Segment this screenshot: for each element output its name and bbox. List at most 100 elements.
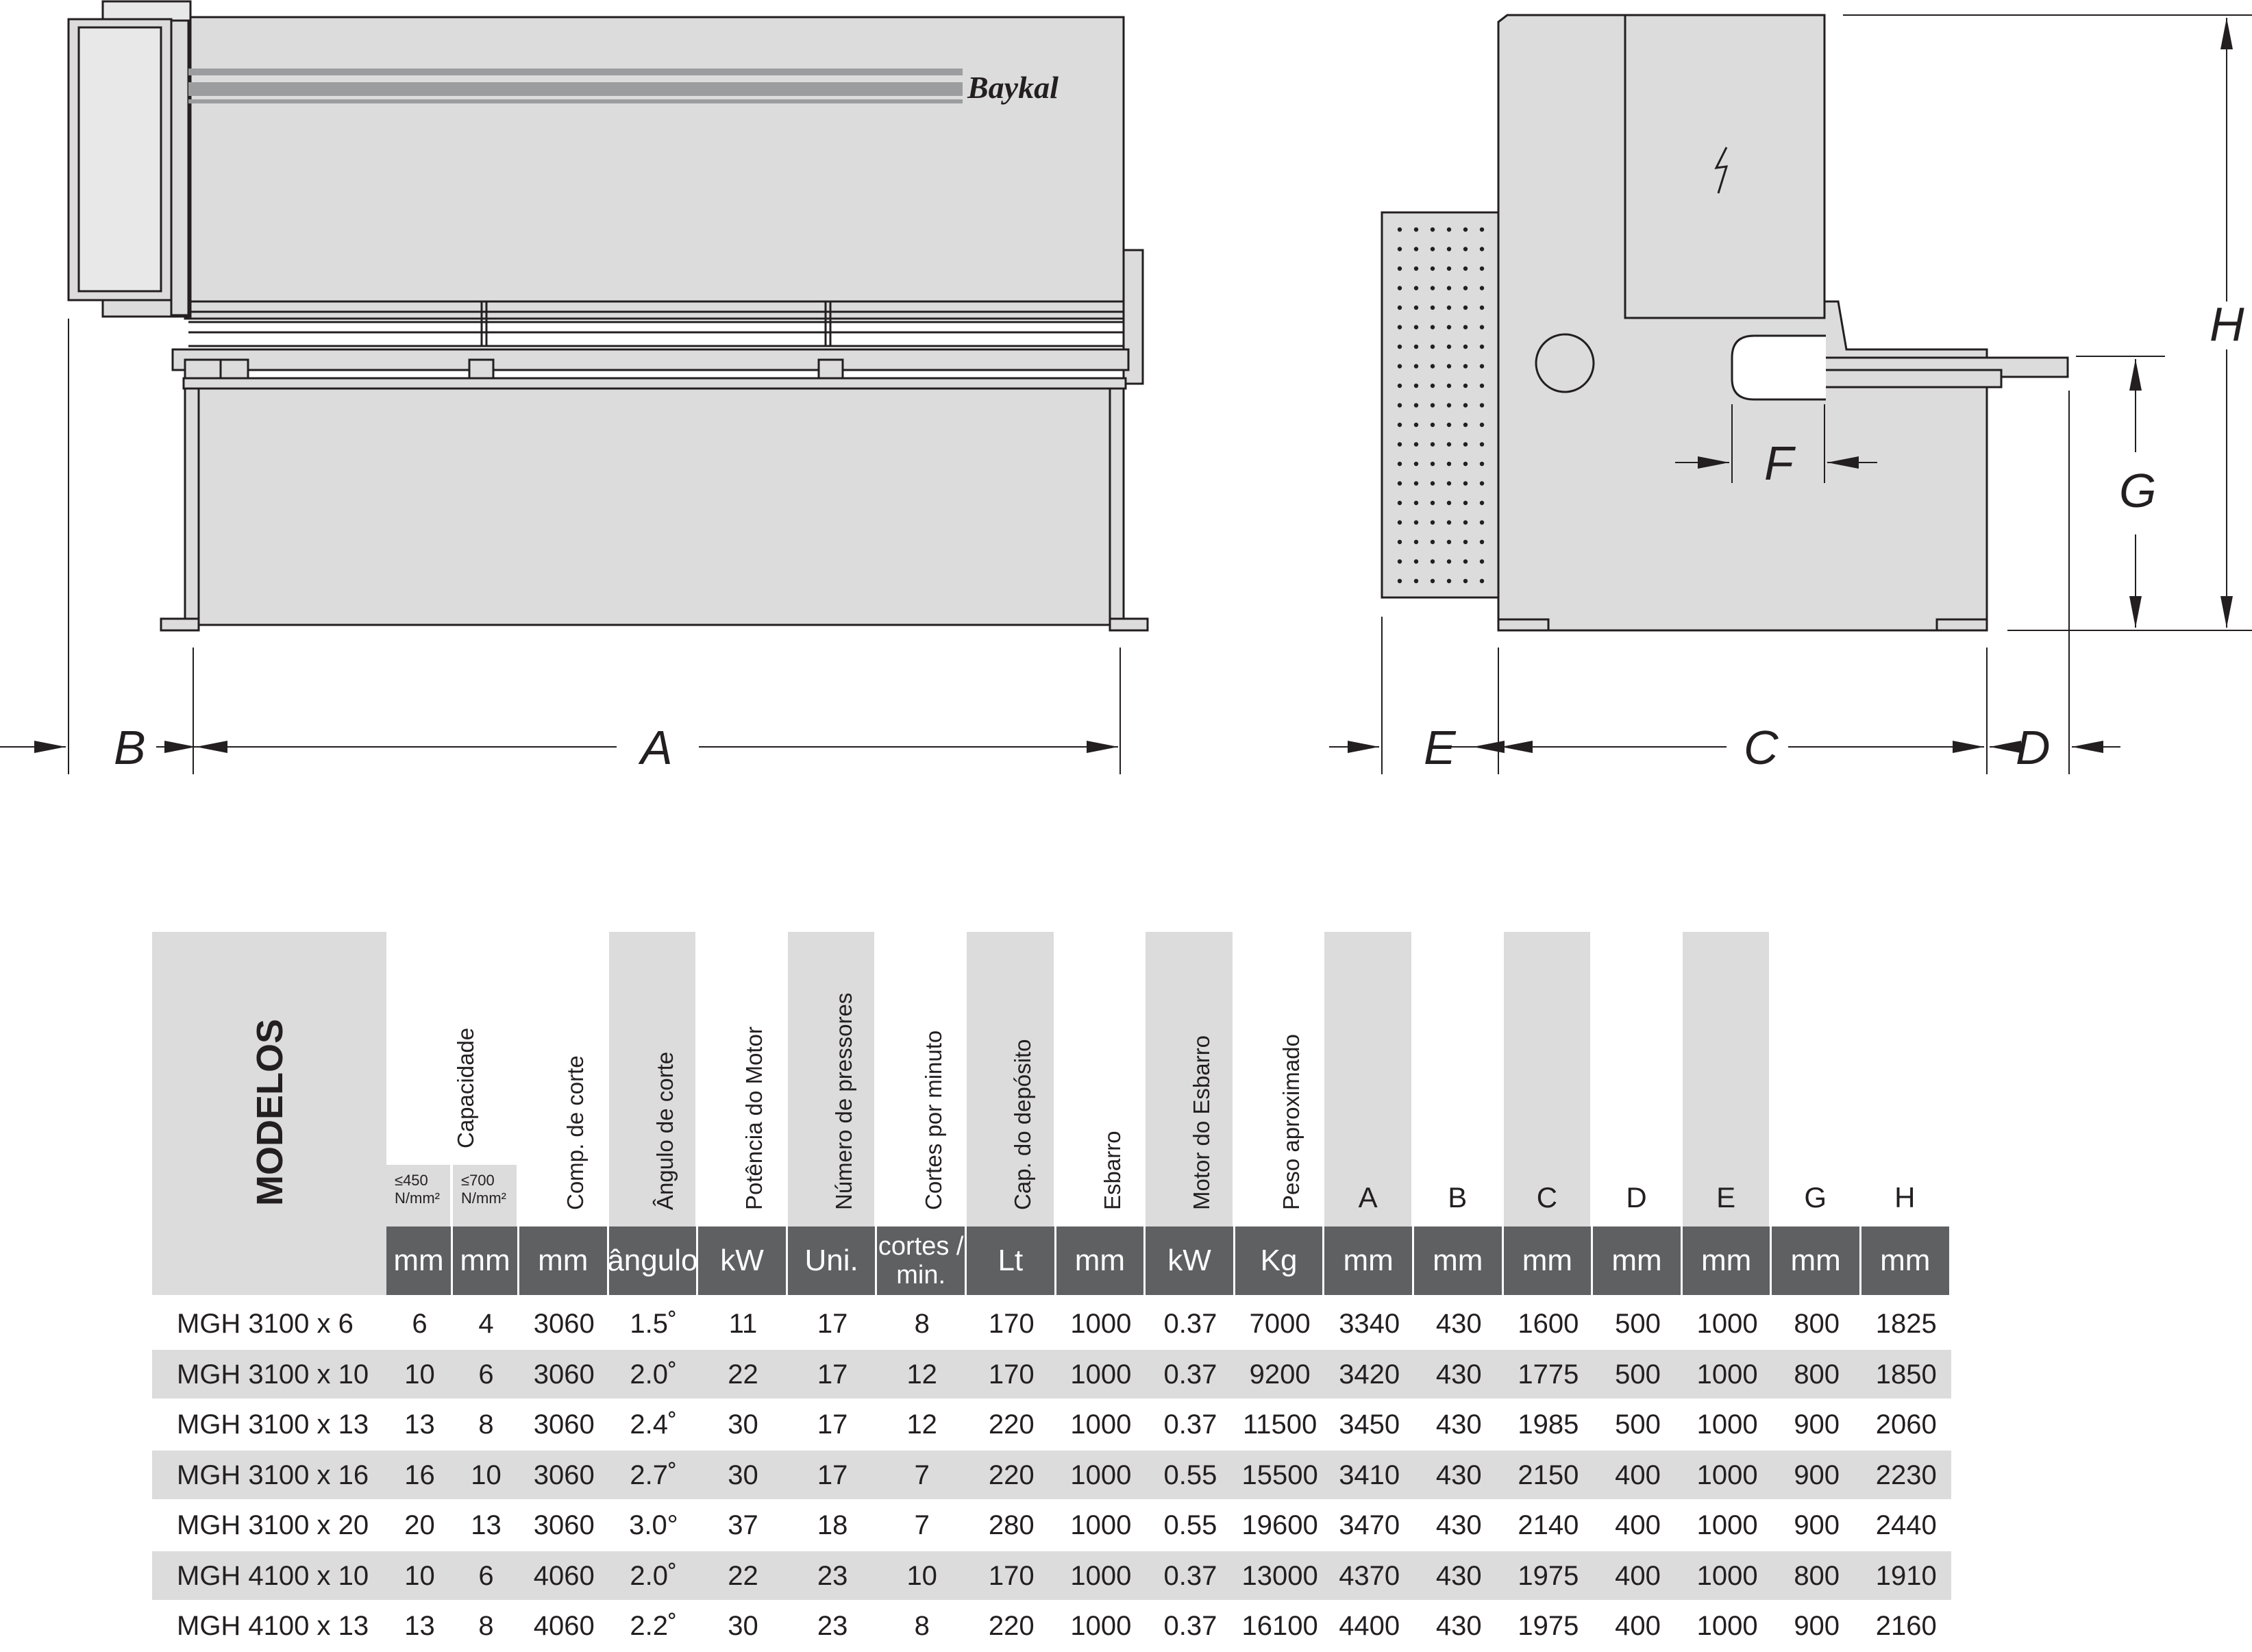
table-cell: 17	[817, 1409, 848, 1440]
table-cell: 1975	[1518, 1611, 1579, 1642]
perforation-dot	[1463, 403, 1468, 408]
front-view	[67, 0, 1149, 632]
table-cell: 3470	[1339, 1510, 1400, 1541]
technical-drawing: Baykal B A	[0, 0, 2252, 774]
perforation-dot	[1463, 500, 1468, 506]
header-3: Ângulo de corte	[608, 932, 696, 1226]
perforation-dot	[1397, 344, 1402, 349]
header-12: B	[1448, 1181, 1468, 1213]
table-cell: 16100	[1241, 1611, 1318, 1642]
table-cell: 3420	[1339, 1359, 1400, 1390]
table-cell: 1000	[1070, 1611, 1132, 1642]
table-cell: 1910	[1875, 1560, 1937, 1591]
unit-0: mm	[386, 1226, 451, 1295]
table-cell: 500	[1615, 1359, 1661, 1390]
table-cell: 0.37	[1163, 1611, 1217, 1642]
table-cell: 8	[478, 1409, 494, 1440]
table-cell: 430	[1435, 1309, 1482, 1340]
table-cell: 2150	[1518, 1459, 1579, 1490]
table-cell: 1000	[1696, 1409, 1758, 1440]
table-cell: 8	[914, 1611, 930, 1642]
perforation-dot	[1413, 481, 1419, 486]
header-13: C	[1503, 932, 1591, 1226]
brand-logo: Baykal	[967, 70, 1059, 105]
table-cell: 900	[1794, 1510, 1840, 1541]
side-dimensions	[1329, 14, 2252, 774]
perforation-dots	[1397, 227, 1485, 584]
perforation-dot	[1479, 578, 1485, 584]
header-9: Motor do Esbarro	[1146, 932, 1233, 1226]
unit-10: Kg	[1235, 1226, 1323, 1295]
table-cell: 430	[1435, 1459, 1482, 1490]
perforation-dot	[1430, 344, 1435, 349]
table-row-model: MGH 3100 x 16	[177, 1459, 369, 1490]
perforation-dot	[1463, 520, 1468, 525]
header-label-10: Peso aproximado	[1278, 1034, 1304, 1210]
perforation-dot	[1397, 383, 1402, 389]
perforation-dot	[1446, 578, 1452, 584]
perforation-dot	[1463, 578, 1468, 584]
table-cell: 20	[404, 1510, 435, 1541]
table-cell: 3450	[1339, 1409, 1400, 1440]
unit-2: mm	[519, 1226, 607, 1295]
perforation-dot	[1430, 539, 1435, 545]
perforation-dot	[1397, 500, 1402, 506]
header-label-7: Cap. do depósito	[1010, 1039, 1036, 1210]
perforation-dot	[1479, 305, 1485, 310]
table-cell: 800	[1794, 1560, 1840, 1591]
header-label-5: Número de pressores	[831, 992, 857, 1210]
perforation-dot	[1479, 481, 1485, 486]
perforation-dot	[1479, 383, 1485, 389]
table-cell: 37	[728, 1510, 758, 1541]
perforation-dot	[1430, 364, 1435, 369]
table-cell: 4060	[533, 1560, 595, 1591]
lower-frame	[197, 387, 1111, 626]
unit-7: Lt	[967, 1226, 1054, 1295]
table-cell: 0.55	[1163, 1510, 1217, 1541]
perforation-dot	[1463, 266, 1468, 271]
table-cell: 3060	[533, 1409, 595, 1440]
table-cell: 1000	[1696, 1359, 1758, 1390]
table-cell: 7	[914, 1510, 930, 1541]
perforation-dot	[1413, 520, 1419, 525]
table-cell: 7	[914, 1459, 930, 1490]
perforation-dot	[1430, 305, 1435, 310]
table-cell: 400	[1615, 1510, 1661, 1541]
perforation-dot	[1463, 383, 1468, 389]
dim-label-d: D	[2016, 721, 2051, 774]
perforation-dot	[1397, 266, 1402, 271]
table-cell: 1.5˚	[630, 1309, 678, 1340]
perforation-dot	[1479, 286, 1485, 291]
table-cell: 22	[728, 1359, 758, 1390]
perforation-dot	[1479, 559, 1485, 564]
table-cell: 0.55	[1163, 1459, 1217, 1490]
table-cell: 2160	[1875, 1611, 1937, 1642]
header-4: Potência do Motor	[698, 932, 785, 1226]
table-cell: 22	[728, 1560, 758, 1591]
perforation-dot	[1446, 461, 1452, 467]
dim-label-h: H	[2210, 297, 2244, 351]
table-cell: 13000	[1241, 1560, 1318, 1591]
table-cell: 1775	[1518, 1359, 1579, 1390]
table-cell: 280	[988, 1510, 1035, 1541]
perforation-dot	[1430, 578, 1435, 584]
unit-16: mm	[1772, 1226, 1859, 1295]
table-cell: 13	[404, 1611, 435, 1642]
dim-label-f: F	[1764, 436, 1796, 490]
table-cell: 3060	[533, 1510, 595, 1541]
header-label-6: Cortes por minuto	[920, 1030, 946, 1210]
table-cell: 3.0°	[629, 1510, 678, 1541]
table-cell: 3340	[1339, 1309, 1400, 1340]
table-cell: 430	[1435, 1409, 1482, 1440]
table-cell: 17	[817, 1359, 848, 1390]
table-cell: 4370	[1339, 1560, 1400, 1591]
table-cell: 1000	[1070, 1510, 1132, 1541]
perforation-dot	[1413, 578, 1419, 584]
table-cell: 430	[1435, 1560, 1482, 1591]
table-cell: 430	[1435, 1510, 1482, 1541]
perforation-dot	[1479, 539, 1485, 545]
table-cell: 8	[478, 1611, 494, 1642]
header-label-capacidade: Capacidade	[453, 1027, 478, 1148]
table-cell: 8	[914, 1309, 930, 1340]
